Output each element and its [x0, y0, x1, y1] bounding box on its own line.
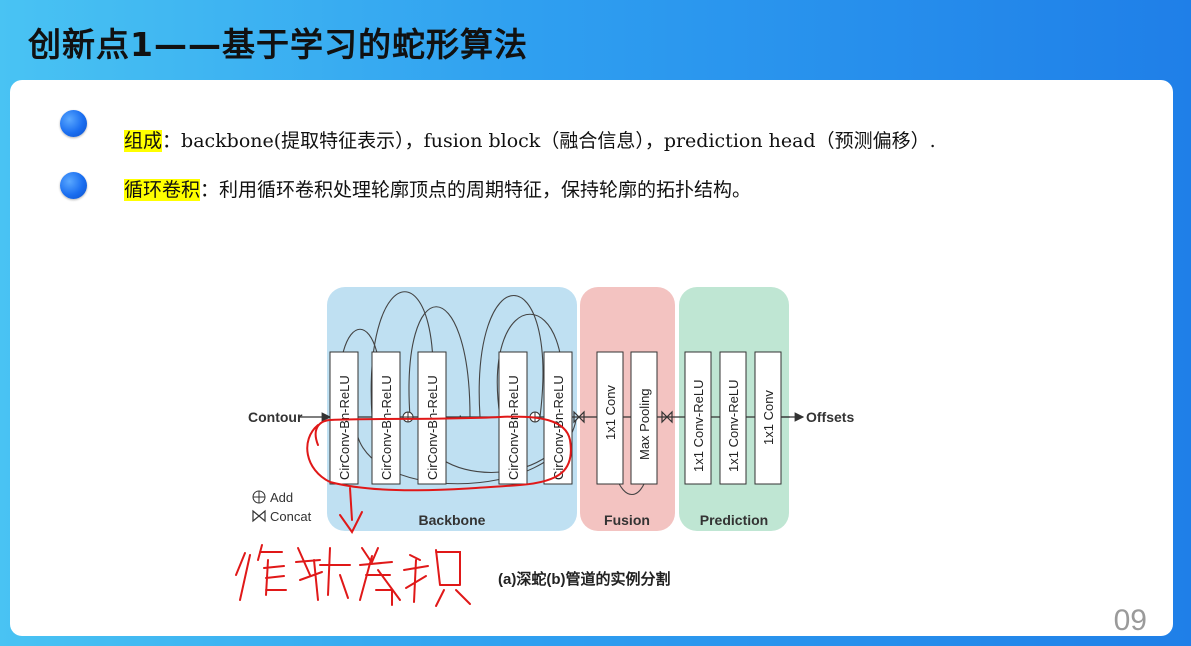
- figure-caption: (a)深蛇(b)管道的实例分割: [498, 570, 671, 588]
- bullet-dot-icon: [60, 110, 87, 137]
- output-label: Offsets: [806, 409, 854, 425]
- bullet-2-label: 循环卷积: [124, 179, 201, 201]
- backbone-block-5-label: CirConv-Bn-ReLU: [551, 375, 566, 480]
- fusion-panel: [580, 287, 675, 531]
- input-label: Contour: [248, 409, 303, 425]
- ellipsis-dot: ·: [458, 407, 463, 423]
- bullet-1-text: 组成：backbone(提取特征表示），fusion block（融合信息），p…: [124, 126, 936, 153]
- page-number: 09: [1113, 604, 1147, 637]
- fusion-blocks: 1x1 Conv Max Pooling: [596, 351, 658, 485]
- backbone-block-1-label: CirConv-Bn-ReLU: [337, 375, 352, 480]
- backbone-block-4-label: CirConv-Bn-ReLU: [506, 375, 521, 480]
- fusion-label: Fusion: [604, 512, 650, 528]
- prediction-block-2-label: 1x1 Conv-ReLU: [726, 380, 741, 473]
- add-legend-icon: [252, 490, 266, 504]
- bullet-2-colon: ：: [200, 179, 220, 201]
- backbone-panel: [327, 287, 577, 531]
- fusion-block-1-label: 1x1 Conv: [603, 385, 618, 440]
- handwritten-annotation: [235, 415, 572, 607]
- legend-concat-label: Concat: [270, 509, 312, 524]
- backbone-block-3-label: CirConv-Bn-ReLU: [425, 375, 440, 480]
- prediction-block-1-label: 1x1 Conv-ReLU: [691, 380, 706, 473]
- prediction-blocks: 1x1 Conv-ReLU 1x1 Conv-ReLU 1x1 Conv: [684, 351, 782, 485]
- backbone-label: Backbone: [419, 512, 486, 528]
- bullet-1-label: 组成: [124, 130, 163, 152]
- legend-add-label: Add: [270, 490, 293, 505]
- bullet-1-colon: ：: [162, 130, 182, 152]
- concat-nodes: [573, 410, 673, 424]
- slide-title: 创新点1——基于学习的蛇形算法: [28, 25, 528, 64]
- bullet-2-body: 利用循环卷积处理轮廓顶点的周期特征，保持轮廓的拓扑结构。: [219, 179, 752, 201]
- prediction-block-3-label: 1x1 Conv: [761, 390, 776, 445]
- fusion-block-2-label: Max Pooling: [637, 388, 652, 460]
- concat-legend-icon: [252, 509, 266, 523]
- bullet-1-body: backbone(提取特征表示），fusion block（融合信息），pred…: [181, 130, 936, 152]
- bullet-1: [60, 110, 87, 137]
- backbone-block-2-label: CirConv-Bn-ReLU: [379, 375, 394, 480]
- bullet-2-text: 循环卷积：利用循环卷积处理轮廓顶点的周期特征，保持轮廓的拓扑结构。: [124, 175, 751, 202]
- bullet-dot-icon: [60, 172, 87, 199]
- bullet-2: [60, 172, 87, 199]
- prediction-label: Prediction: [700, 512, 768, 528]
